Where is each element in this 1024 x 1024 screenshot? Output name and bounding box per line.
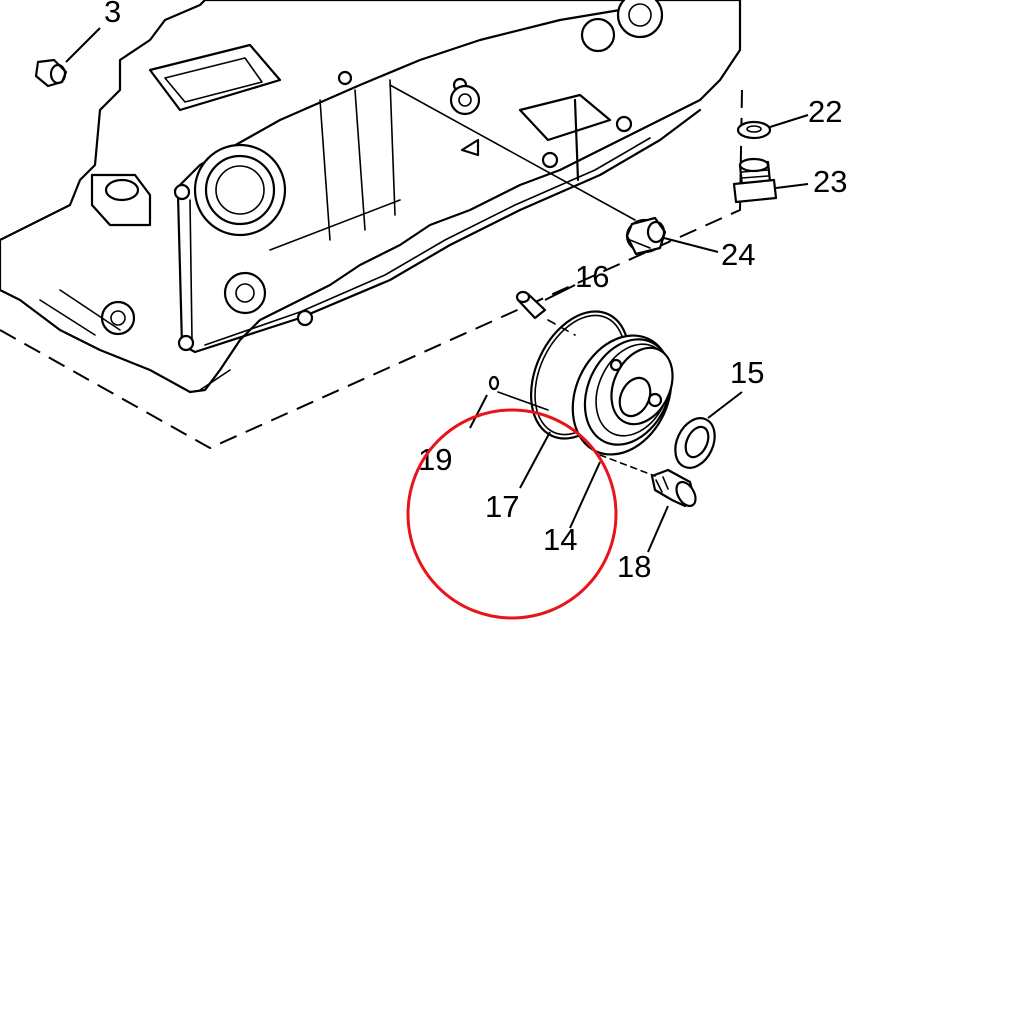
part-14-cover bbox=[569, 334, 674, 529]
callout-15: 15 bbox=[730, 355, 764, 390]
part-16-dowel-pin bbox=[515, 284, 576, 336]
callout-22: 22 bbox=[808, 94, 842, 129]
callout-14: 14 bbox=[543, 522, 577, 557]
part-18-screw bbox=[519, 431, 697, 553]
crankcase-illustration bbox=[0, 0, 743, 450]
callout-23: 23 bbox=[813, 164, 847, 199]
callout-17: 17 bbox=[485, 489, 519, 524]
part-24-plug bbox=[625, 216, 719, 256]
part-23-plug-bolt bbox=[732, 157, 809, 204]
highlight-circle bbox=[406, 408, 618, 620]
callout-18: 18 bbox=[617, 549, 651, 584]
callout-24: 24 bbox=[721, 237, 755, 272]
part-3-bushing bbox=[34, 27, 101, 88]
part-15-oil-seal bbox=[674, 391, 743, 469]
part-19-pin bbox=[469, 375, 549, 429]
part-22-washer bbox=[736, 114, 809, 140]
callout-3: 3 bbox=[104, 0, 121, 29]
callout-16: 16 bbox=[575, 259, 609, 294]
